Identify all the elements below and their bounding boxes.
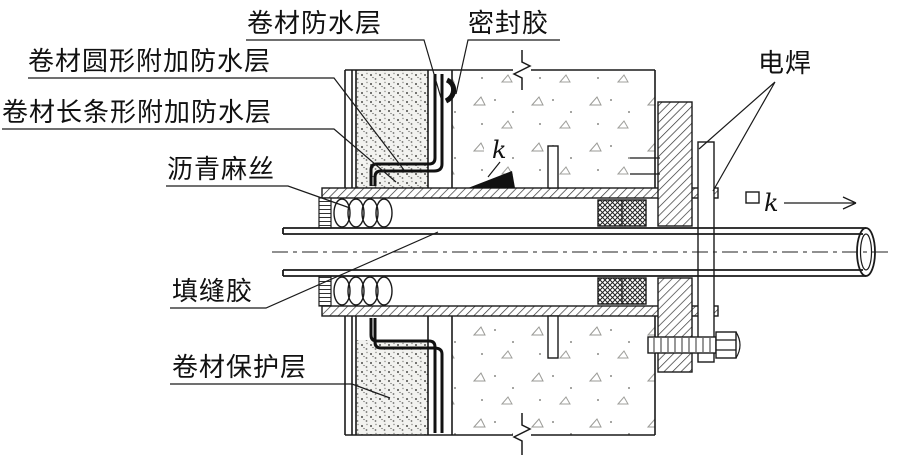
sleeve-plate-bottom bbox=[321, 305, 719, 317]
flange-plate-top bbox=[657, 101, 693, 227]
label-membrane-waterproof-layer: 卷材防水层 bbox=[247, 9, 383, 39]
leader-circular-additional bbox=[28, 77, 405, 171]
sleeve-plate-top bbox=[321, 187, 719, 199]
bolt-bottom bbox=[647, 331, 741, 359]
hemp-packing-bottom bbox=[333, 276, 393, 306]
membrane-layers-bottom bbox=[369, 318, 444, 433]
wall-bottom bbox=[344, 316, 656, 455]
hemp-packing-top bbox=[333, 198, 393, 228]
label-circular-additional-layer: 卷材圆形附加防水层 bbox=[28, 47, 272, 77]
flange-plate-bottom bbox=[657, 277, 693, 373]
wall-top bbox=[344, 50, 656, 188]
pipe bbox=[272, 227, 888, 277]
label-asphalt-hemp: 沥青麻丝 bbox=[167, 155, 276, 185]
masonry-column-bottom bbox=[356, 340, 428, 435]
break-line-bottom bbox=[512, 413, 532, 455]
weld-square-symbol bbox=[745, 191, 760, 204]
weld-size-k-top: k bbox=[492, 136, 507, 164]
leader-membrane-waterproof bbox=[246, 39, 442, 99]
bolt-nut bbox=[715, 331, 737, 359]
label-sealant: 密封胶 bbox=[468, 9, 550, 39]
leader-membrane-protective bbox=[170, 383, 391, 399]
leader-asphalt-hemp bbox=[166, 185, 351, 209]
label-strip-additional-layer: 卷材长条形附加防水层 bbox=[2, 98, 273, 128]
weld-bead-triangle bbox=[468, 171, 515, 188]
label-electric-weld: 电焊 bbox=[758, 49, 813, 79]
membrane-layers-top bbox=[369, 74, 444, 186]
leader-joint-filler bbox=[170, 231, 439, 309]
hidden-bolt-lines-top bbox=[630, 157, 660, 175]
label-joint-filler: 填缝胶 bbox=[172, 277, 254, 307]
masonry-column-top bbox=[356, 70, 428, 188]
sleeve-assembly bbox=[318, 145, 719, 359]
leader-strip-additional bbox=[2, 128, 397, 183]
flange-assembly bbox=[630, 101, 741, 373]
leader-lines bbox=[2, 39, 776, 399]
joint-filler-strip-top bbox=[318, 197, 332, 229]
break-line-top bbox=[512, 50, 532, 90]
pipe-end-inner bbox=[859, 233, 873, 271]
stiffener-plate-bottom bbox=[547, 315, 559, 359]
weld-arrow bbox=[784, 196, 857, 210]
weld-symbols: k k bbox=[468, 136, 857, 217]
stiffener-plate-top bbox=[547, 145, 559, 189]
leader-sealant bbox=[455, 39, 560, 95]
leader-electric-weld bbox=[698, 81, 776, 192]
label-membrane-protective-layer: 卷材保护层 bbox=[172, 353, 308, 383]
weld-size-k-right: k bbox=[764, 189, 779, 217]
sealant-bead bbox=[444, 77, 457, 104]
